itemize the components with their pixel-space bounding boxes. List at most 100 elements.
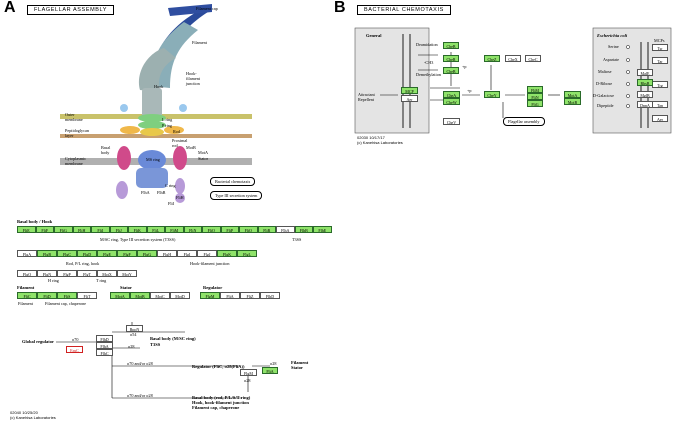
gene-box-flha[interactable]: FlhA: [276, 226, 295, 233]
chew-node[interactable]: CheW: [443, 98, 460, 105]
ecoli-label: Escherichia coli: [597, 33, 628, 38]
flgm-node[interactable]: FlgM: [240, 369, 257, 376]
gene-box-motd[interactable]: MotD: [170, 292, 190, 299]
tap-node[interactable]: Tap: [652, 101, 668, 108]
flia-node[interactable]: FliA: [262, 367, 278, 374]
gene-box-flit[interactable]: FliT: [77, 292, 97, 299]
gene-box-flid[interactable]: FliD: [37, 292, 57, 299]
gene-box-flie[interactable]: FliE: [17, 226, 36, 233]
gene-box-flim[interactable]: FliM: [165, 226, 184, 233]
gene-box-flgd[interactable]: FlgD: [77, 250, 97, 257]
tsr-node[interactable]: Tsr: [652, 44, 668, 51]
gene-box-motb[interactable]: MotB: [130, 292, 150, 299]
panel-a-letter: A: [4, 0, 16, 16]
gene-box-motx[interactable]: MotX: [97, 270, 117, 277]
gene-box-flgi[interactable]: FlgI: [177, 250, 197, 257]
gene-box-flgg[interactable]: FlgG: [137, 250, 157, 257]
gene-box-flik[interactable]: FliK: [128, 226, 147, 233]
gene-box-flgf[interactable]: FlgF: [117, 250, 137, 257]
label-l-ring: L ring: [162, 117, 173, 122]
gene-box-flga[interactable]: FlgA: [17, 250, 37, 257]
gene-box-flge[interactable]: FlgE: [97, 250, 117, 257]
flagellar-assembly-link[interactable]: Flagellar assembly: [503, 117, 545, 126]
gene-box-mota[interactable]: MotA: [110, 292, 130, 299]
filament-caption-1: Filament: [18, 301, 33, 306]
rbsb-node[interactable]: RbsB: [637, 79, 653, 86]
gene-box-flgp[interactable]: FlgP: [57, 270, 77, 277]
gene-box-fliq[interactable]: FliQ: [239, 226, 258, 233]
gene-box-flin[interactable]: FliN: [183, 226, 202, 233]
gene-box-flhb[interactable]: FlhB: [294, 226, 313, 233]
label-motb: MotB: [186, 145, 196, 150]
rpon-node[interactable]: RpoN: [126, 325, 143, 332]
label-t3ss-link[interactable]: Type III secretion system: [210, 191, 263, 200]
label-basal-body: Basal body: [101, 145, 111, 155]
ched-node[interactable]: CheB: [443, 42, 459, 49]
epsc-node[interactable]: EpsC: [66, 346, 83, 353]
panel-b-title: BACTERIAL CHEMOTAXIS: [357, 5, 451, 15]
gene-box-flic[interactable]: FliC: [17, 292, 37, 299]
flha-node[interactable]: FlhA: [96, 342, 113, 349]
label-flii: FliI: [168, 201, 175, 206]
label-rod: Rod: [173, 129, 180, 134]
gene-box-flif[interactable]: FliF: [35, 226, 54, 233]
gene-box-flhd[interactable]: FlhD: [260, 292, 280, 299]
label-bacterial-chemotaxis-link[interactable]: Bacterial chemotaxis: [210, 177, 256, 186]
gene-box-flii[interactable]: FliI: [91, 226, 110, 233]
gene-box-flgn[interactable]: FlgN: [37, 270, 57, 277]
gene-box-flgm[interactable]: FlgM: [200, 292, 220, 299]
gene-box-flio[interactable]: FliO: [202, 226, 221, 233]
gene-box-flgl[interactable]: FlgL: [237, 250, 257, 257]
row2-caption-2: Hook-filament junction: [190, 261, 230, 266]
chez-node[interactable]: CheZ: [484, 55, 500, 62]
aer2-node[interactable]: Aer: [652, 115, 668, 122]
chex-node[interactable]: CheX: [505, 55, 521, 62]
gene-box-flia[interactable]: FliA: [220, 292, 240, 299]
gene-box-flgb[interactable]: FlgB: [37, 250, 57, 257]
stator-header: Stator: [120, 285, 132, 290]
mcp-node[interactable]: MCP: [401, 87, 418, 94]
gene-box-moty[interactable]: MotY: [117, 270, 137, 277]
gene-box-flir[interactable]: FliR: [257, 226, 276, 233]
chev-node[interactable]: CheV: [443, 118, 460, 125]
mota-b-node[interactable]: MotA: [564, 91, 581, 98]
panel-a-title: FLAGELLAR ASSEMBLY: [27, 5, 115, 15]
gene-box-flgc[interactable]: FlgC: [57, 250, 77, 257]
flim-node[interactable]: FliM: [527, 86, 543, 93]
chea-node[interactable]: CheA: [443, 91, 460, 98]
chey-node[interactable]: CheY: [484, 91, 500, 98]
serine-label: Serine: [608, 44, 619, 49]
gene-box-flil[interactable]: FliL: [146, 226, 165, 233]
gene-box-fliz[interactable]: FliZ: [240, 292, 260, 299]
cher-node[interactable]: CheR: [443, 55, 459, 62]
flhc-node[interactable]: FlhC: [96, 349, 113, 356]
motb-b-node[interactable]: MotB: [564, 98, 581, 105]
flig-node[interactable]: FliG: [527, 100, 543, 107]
flin-node[interactable]: FliN: [527, 93, 543, 100]
gene-box-flgo[interactable]: FlgO: [17, 270, 37, 277]
cheb-node[interactable]: CheB: [443, 67, 459, 74]
gene-box-flhe[interactable]: FlhE: [313, 226, 332, 233]
gene-box-motc[interactable]: MotC: [150, 292, 170, 299]
gene-box-flip[interactable]: FliP: [220, 226, 239, 233]
aer-node[interactable]: Aer: [401, 95, 418, 102]
aspartate-label: Aspartate: [603, 57, 620, 62]
gene-box-flgt[interactable]: FlgT: [77, 270, 97, 277]
dppa-node[interactable]: DppA: [637, 101, 653, 108]
gene-box-flig[interactable]: FliG: [54, 226, 73, 233]
trg-node[interactable]: Trg: [652, 81, 668, 88]
gene-box-flih[interactable]: FliH: [72, 226, 91, 233]
mglb-node[interactable]: MglB: [637, 91, 653, 98]
tar-node[interactable]: Tar: [652, 57, 668, 64]
male-node[interactable]: MalE: [637, 69, 653, 76]
mcps-label: MCPs: [654, 38, 665, 43]
gene-box-flgj[interactable]: FlgJ: [197, 250, 217, 257]
p-label-1: +p: [462, 64, 467, 69]
flhd-node[interactable]: FlhD: [96, 335, 113, 342]
row3-caption-2: T ring: [96, 278, 107, 283]
gene-box-flij[interactable]: FliJ: [109, 226, 128, 233]
gene-box-flgk[interactable]: FlgK: [217, 250, 237, 257]
gene-box-flgh[interactable]: FlgH: [157, 250, 177, 257]
chec-node[interactable]: CheC: [525, 55, 541, 62]
gene-box-flis[interactable]: FliS: [57, 292, 77, 299]
